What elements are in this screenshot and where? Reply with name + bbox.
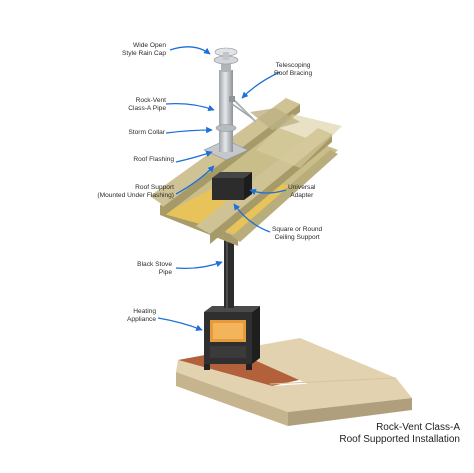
storm-collar <box>215 124 237 132</box>
label-storm-collar: Storm Collar <box>128 129 165 136</box>
diagram-caption: Rock-Vent Class-A Roof Supported Install… <box>339 422 460 446</box>
stove <box>204 306 260 370</box>
arrow-ceiling-support <box>233 203 271 233</box>
label-roof-support: Roof Support(Mounted Under Flashing) <box>97 184 174 199</box>
floor-top <box>232 338 396 392</box>
arrow-roof-support <box>175 165 215 195</box>
telescoping-roof-bracing <box>229 96 257 123</box>
floor-edge-front <box>176 372 288 426</box>
black-stove-pipe <box>224 196 234 308</box>
arrow-roof-flashing <box>175 150 213 163</box>
arrow-heating-appliance <box>157 317 203 331</box>
rain-cap <box>213 47 239 72</box>
caption-line-2: Roof Supported Installation <box>339 434 460 445</box>
class-a-pipe <box>219 70 233 152</box>
floor-surface <box>176 360 412 412</box>
caption-line-1: Rock-Vent Class-A <box>376 422 460 433</box>
arrow-rain-cap <box>169 46 211 55</box>
arrow-class-a-pipe <box>165 102 215 112</box>
floor-edge-side <box>288 398 412 426</box>
label-roof-flashing: Roof Flashing <box>133 156 174 163</box>
callout-arrows <box>157 46 287 331</box>
arrow-storm-collar <box>165 126 213 134</box>
arrow-bracing <box>241 71 281 99</box>
universal-adapter <box>212 172 252 200</box>
floor <box>176 338 412 426</box>
arrow-stove-pipe <box>175 260 223 270</box>
arrow-universal-adapter <box>249 189 287 196</box>
